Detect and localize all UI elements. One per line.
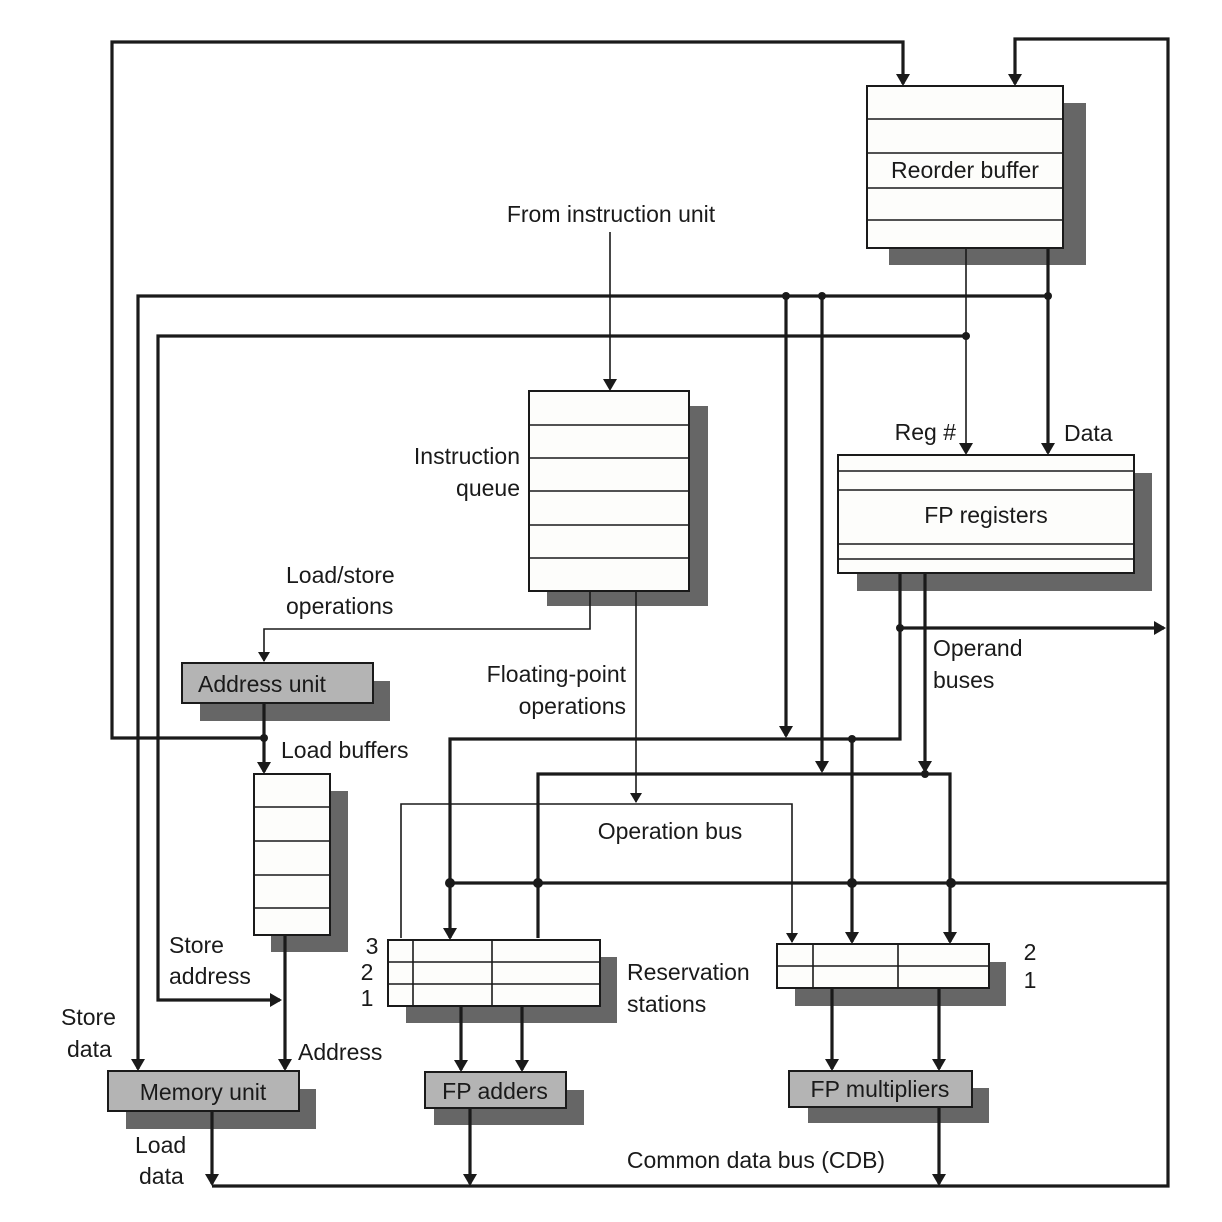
fp-multipliers: FP multipliers — [788, 1070, 989, 1123]
rs-add-entry-2: 2 — [361, 959, 374, 985]
load-buffers-label: Load buffers — [281, 737, 408, 763]
instruction-queue-label-1: Instruction — [414, 443, 520, 469]
cdb-label: Common data bus (CDB) — [627, 1147, 885, 1173]
fp-adders: FP adders — [424, 1071, 584, 1125]
fp-ops-label-2: operations — [519, 693, 626, 719]
reservation-stations-label-2: stations — [627, 991, 706, 1017]
reorder-buffer: Reorder buffer — [866, 85, 1086, 265]
reservation-stations-adders — [387, 939, 617, 1023]
store-data-label-1: Store — [61, 1004, 116, 1030]
load-data-label-1: Load — [135, 1132, 186, 1158]
rs-add-entry-3: 3 — [366, 933, 379, 959]
address-unit: Address unit — [181, 662, 390, 721]
load-store-ops-label-1: Load/store — [286, 562, 395, 588]
fp-multipliers-label: FP multipliers — [811, 1076, 950, 1102]
load-buffers — [253, 773, 348, 952]
instruction-queue-label-2: queue — [456, 475, 520, 501]
address-unit-label: Address unit — [198, 671, 326, 697]
fp-registers-label: FP registers — [924, 502, 1048, 528]
reservation-stations-label-1: Reservation — [627, 959, 750, 985]
address-label: Address — [298, 1039, 382, 1065]
reservation-stations-multipliers — [776, 943, 1006, 1006]
reorder-buffer-label: Reorder buffer — [891, 157, 1039, 183]
store-data-label-2: data — [67, 1036, 112, 1062]
rs-mul-entry-2: 2 — [1024, 939, 1037, 965]
store-address-label-1: Store — [169, 932, 224, 958]
operand-buses-label-2: buses — [933, 667, 994, 693]
instruction-queue — [528, 390, 708, 606]
memory-unit-label: Memory unit — [140, 1079, 267, 1105]
fp-adders-label: FP adders — [442, 1078, 548, 1104]
from-instruction-unit-label: From instruction unit — [507, 201, 716, 227]
reg-num-label: Reg # — [895, 419, 957, 445]
operation-bus-label: Operation bus — [598, 818, 742, 844]
junctions — [260, 292, 1052, 888]
rs-mul-entry-1: 1 — [1024, 967, 1037, 993]
operand-buses-label-1: Operand — [933, 635, 1023, 661]
wires — [110, 37, 1170, 1188]
memory-unit: Memory unit — [107, 1070, 316, 1129]
load-store-ops-label-2: operations — [286, 593, 393, 619]
fp-registers: FP registers — [837, 454, 1152, 591]
rs-add-entry-1: 1 — [361, 985, 374, 1011]
fp-ops-label-1: Floating-point — [487, 661, 627, 687]
data-label: Data — [1064, 420, 1113, 446]
load-data-label-2: data — [139, 1163, 184, 1189]
store-address-label-2: address — [169, 963, 251, 989]
